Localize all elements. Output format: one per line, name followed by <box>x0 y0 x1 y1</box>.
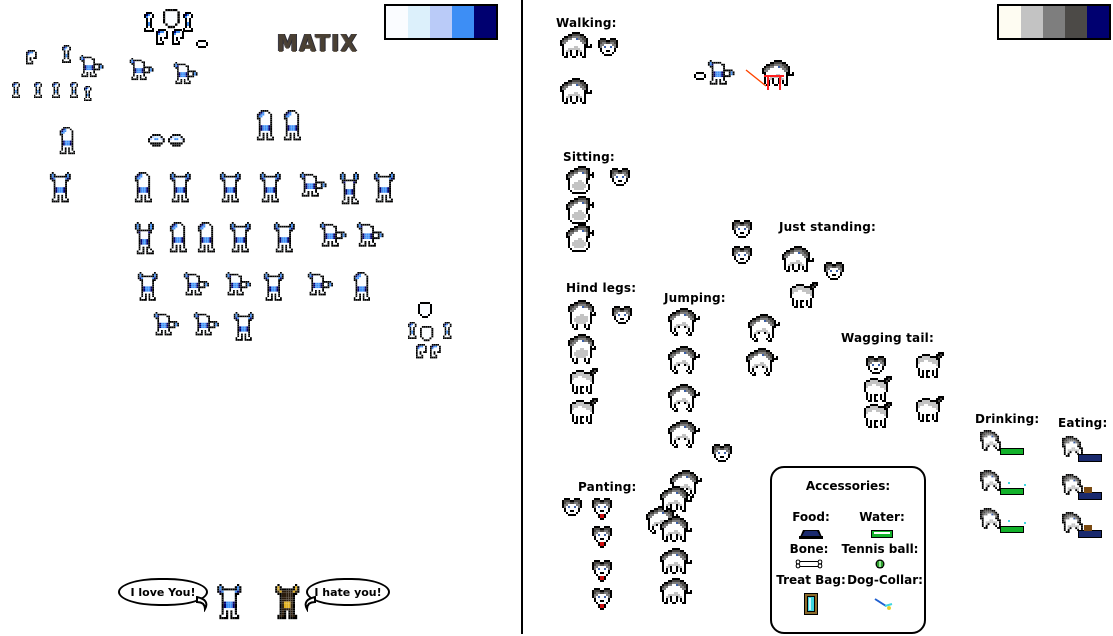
accessory-dog-collar: Dog-Collar: <box>846 573 924 611</box>
palette-swatch-1 <box>408 6 430 38</box>
accessory-bone: Bone: <box>776 542 842 569</box>
accessory-tennis-ball: Tennis ball: <box>840 542 920 569</box>
palette-swatch-4 <box>474 6 496 38</box>
tennis-ball-icon <box>875 559 885 569</box>
accessories-title: Accessories: <box>805 479 891 493</box>
section-label-hind-legs: Hind legs: <box>566 281 637 295</box>
accessory-dog-collar-label: Dog-Collar: <box>847 573 923 587</box>
section-label-panting: Panting: <box>578 480 637 494</box>
section-label-drinking: Drinking: <box>975 412 1040 426</box>
bone-icon <box>795 559 823 569</box>
section-label-eating: Eating: <box>1058 416 1108 430</box>
dialogue-figures-canvas <box>205 576 405 636</box>
accessory-bone-label: Bone: <box>789 542 829 556</box>
panel-divider <box>521 0 523 634</box>
palette-swatch-3 <box>452 6 474 38</box>
accessory-treat-bag-label: Treat Bag: <box>776 573 846 587</box>
accessories-legend: Accessories: Food: Water: Bone: Tennis b… <box>770 466 926 634</box>
section-label-walking: Walking: <box>556 16 617 30</box>
speech-bubble-love-text: I love You! <box>130 585 196 599</box>
water-bowl-icon <box>869 527 895 539</box>
blue-palette <box>384 4 498 40</box>
palette-swatch-2 <box>430 6 452 38</box>
collar-icon <box>874 597 896 611</box>
treat-bag-icon <box>804 593 818 615</box>
palette-swatch-0 <box>386 6 408 38</box>
accessory-food-label: Food: <box>792 510 830 524</box>
accessory-treat-bag: Treat Bag: <box>772 573 850 615</box>
accessory-food: Food: <box>780 510 842 539</box>
section-label-sitting: Sitting: <box>563 150 615 164</box>
food-bowl-icon <box>798 527 824 539</box>
section-label-wagging-tail: Wagging tail: <box>841 331 934 345</box>
section-label-jumping: Jumping: <box>664 291 726 305</box>
accessory-tennis-ball-label: Tennis ball: <box>841 542 919 556</box>
speech-bubble-love: I love You! <box>118 578 208 606</box>
section-label-just-standing: Just standing: <box>779 220 877 234</box>
robot-sprite-panel: MATIX <box>0 0 521 634</box>
accessory-water-label: Water: <box>859 510 905 524</box>
robot-sprites-canvas <box>0 0 521 634</box>
accessory-water: Water: <box>848 510 916 539</box>
